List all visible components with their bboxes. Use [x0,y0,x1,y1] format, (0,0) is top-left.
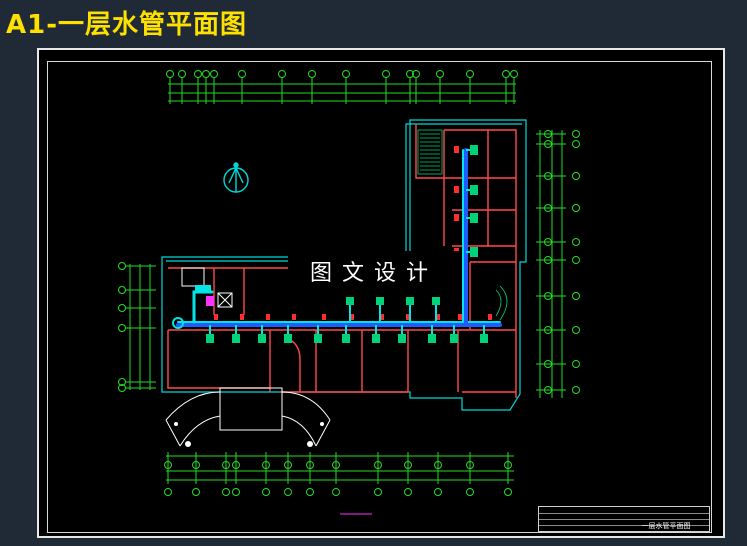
spiral-stair [495,285,508,321]
pipe-fixtures [206,145,492,343]
building-outline [161,119,527,411]
water-inlet-icon [172,317,184,329]
left-dimension-chain [118,262,156,392]
stair [417,129,443,175]
top-dimension-chain [166,70,518,104]
cyan-riser-block [195,285,211,291]
pipe-shafts [181,267,233,308]
entrance-canopy [165,387,331,447]
title-block-drawing-name: 一层水管平面图 [641,522,691,530]
water-pipe-main [176,148,502,327]
drawing-title: A1-一层水管平面图 [6,10,248,40]
bottom-dimension-chain [164,452,514,496]
title-block: 一层水管平面图 [538,506,710,532]
accent-fixture [206,296,214,306]
watermark: 图文设计 [288,251,460,297]
canopy-columns [174,422,324,447]
compass-north-icon [223,162,249,193]
right-dimension-chain [536,130,580,398]
